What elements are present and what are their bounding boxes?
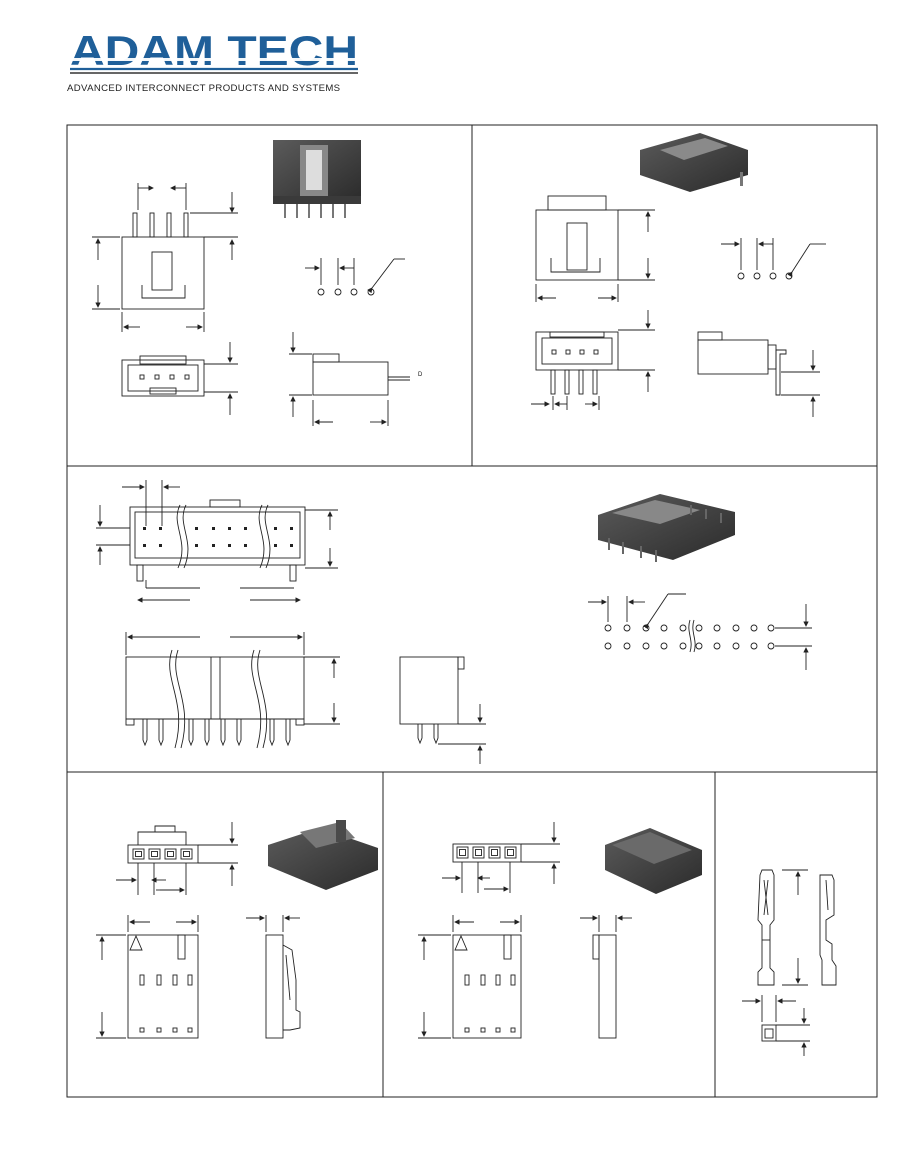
front-view-dual-row	[125, 632, 340, 749]
contact-top-view	[757, 869, 775, 986]
pcb-layout-ra	[721, 238, 826, 280]
panel-top-left: D	[92, 140, 423, 426]
front-view-ra-header	[535, 195, 655, 302]
rear-view-latch-housing	[96, 915, 199, 1039]
rear-view-plain-housing	[418, 915, 522, 1039]
panel-top-right	[531, 133, 826, 417]
sheet-frame	[66, 124, 878, 1098]
top-view-header	[121, 342, 238, 415]
side-view-dual-row	[399, 656, 486, 764]
product-photo-vertical-header	[273, 140, 361, 218]
panel-middle-dual-row	[96, 480, 812, 764]
contact-end-view	[742, 995, 810, 1056]
dual-row-pins	[143, 527, 293, 547]
front-view-header	[121, 212, 205, 310]
company-tagline: ADVANCED INTERCONNECT PRODUCTS AND SYSTE…	[67, 83, 341, 94]
contact-side-view	[782, 869, 837, 986]
company-logo: ADAM TECH	[66, 28, 362, 98]
product-photo-plain-housing	[605, 828, 702, 894]
logo-wordmark: ADAM TECH	[66, 28, 362, 74]
logo-stripe	[66, 58, 362, 61]
front-view-plain-housing	[442, 822, 560, 893]
top-view-dual-row	[96, 480, 338, 603]
side-view-header: D	[289, 332, 423, 426]
pcb-layout-pattern	[305, 258, 405, 296]
product-photo-right-angle-header	[640, 133, 748, 192]
dual-row-tails	[142, 719, 291, 747]
front-view-latch-housing	[116, 822, 238, 895]
panel-bottom-right-contact	[742, 869, 837, 1056]
pcb-layout-dual-row	[588, 593, 812, 670]
top-view-ra-header	[531, 310, 655, 410]
logo-brand-text: ADAM TECH	[70, 28, 358, 74]
side-view-ra-header	[697, 331, 820, 417]
pin-label-d: D	[418, 372, 423, 378]
panel-bottom-left-housing	[96, 820, 378, 1039]
side-view-latch-housing	[246, 915, 301, 1039]
dimension-lines	[92, 183, 238, 332]
panel-bottom-middle-housing	[418, 822, 702, 1039]
product-photo-latch-housing	[268, 820, 378, 890]
side-view-plain-housing	[580, 915, 632, 1039]
product-photo-dual-row	[598, 494, 735, 562]
